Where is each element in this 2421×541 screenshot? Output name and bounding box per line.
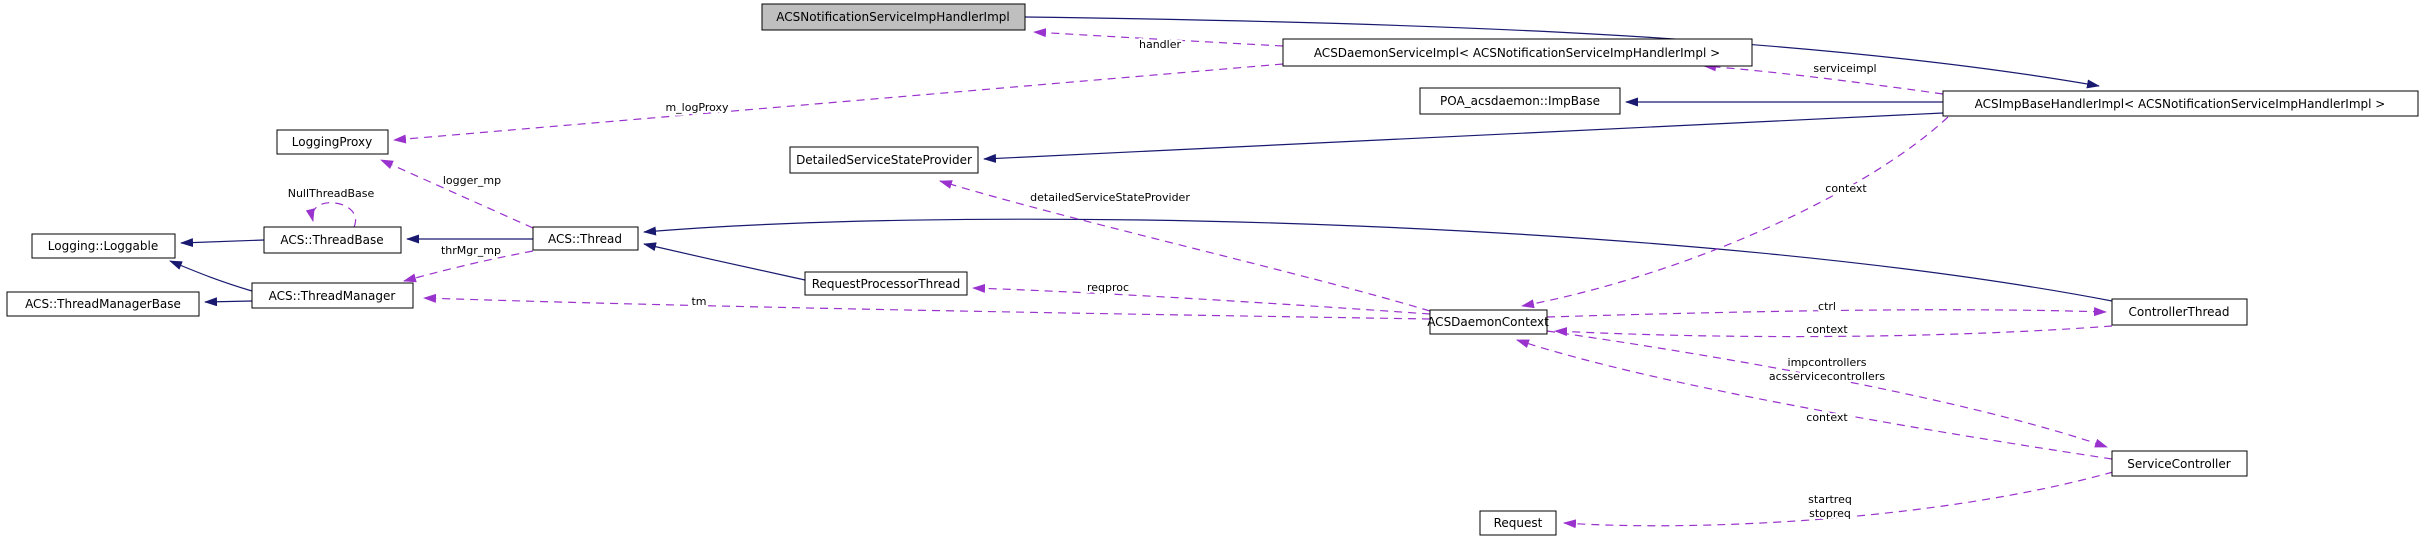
node-label: ControllerThread bbox=[2129, 305, 2230, 319]
node-acs-threadmanagerbase[interactable]: ACS::ThreadManagerBase bbox=[6, 291, 200, 317]
node-box bbox=[1479, 510, 1557, 536]
node-acsdaemonserviceimpl[interactable]: ACSDaemonServiceImpl< ACSNotificationSer… bbox=[1282, 38, 1753, 67]
node-box bbox=[1429, 309, 1548, 335]
node-box bbox=[1282, 38, 1753, 67]
node-label: ACSNotificationServiceImpHandlerImpl bbox=[776, 10, 1009, 24]
node-label: RequestProcessorThread bbox=[812, 277, 961, 291]
node-acs-threadmanager[interactable]: ACS::ThreadManager bbox=[251, 282, 414, 309]
edge-label-ctrl: ctrl bbox=[1818, 300, 1836, 313]
edge-label-startreq: startreq bbox=[1808, 493, 1852, 506]
node-box bbox=[31, 233, 176, 259]
node-box bbox=[804, 271, 968, 296]
node-box bbox=[6, 291, 200, 317]
edge-label-handler: handler bbox=[1139, 38, 1181, 51]
edge-use-context-bottom bbox=[1516, 339, 2113, 460]
node-box bbox=[532, 226, 639, 251]
node-label: ACS::ThreadManager bbox=[269, 289, 396, 303]
edge-use-ctrl bbox=[1546, 307, 2107, 318]
node-box bbox=[1942, 90, 2419, 117]
edge-inherit-notifhandler-impbasehandler bbox=[1024, 16, 2100, 89]
edge-label-context-mid: context bbox=[1806, 323, 1848, 336]
node-label: LoggingProxy bbox=[292, 135, 372, 149]
node-label: ServiceController bbox=[2127, 457, 2230, 471]
edge-inherit-threadmanager-threadmanagerbase bbox=[204, 297, 253, 307]
edge-use-context-mid bbox=[1554, 325, 2113, 338]
node-label: ACS::Thread bbox=[548, 232, 622, 246]
edge-use-reqproc bbox=[972, 283, 1431, 315]
node-logging-loggable[interactable]: Logging::Loggable bbox=[31, 233, 176, 259]
edge-use-nullthreadbase-selfloop bbox=[305, 202, 357, 228]
edge-use-logger-mp bbox=[380, 159, 534, 229]
edge-label-logger-mp: logger_mp bbox=[443, 174, 501, 187]
edge-label-context-bottom: context bbox=[1806, 411, 1848, 424]
node-label: ACSDaemonServiceImpl< ACSNotificationSer… bbox=[1314, 46, 1720, 60]
edge-label-impcontrollers: impcontrollers bbox=[1788, 356, 1867, 369]
edge-inherit-threadmanager-loggable bbox=[169, 260, 253, 292]
edge-label-stopreq: stopreq bbox=[1809, 507, 1851, 520]
edge-use-handler bbox=[1033, 28, 1284, 47]
edge-label-reqproc: reqproc bbox=[1087, 281, 1129, 294]
node-acsimpbasehandlerimpl[interactable]: ACSImpBaseHandlerImpl< ACSNotificationSe… bbox=[1942, 90, 2419, 117]
edge-use-impcontrollers bbox=[1546, 330, 2108, 448]
edge-inherit-controllerthread-thread bbox=[643, 218, 2113, 302]
node-label: ACS::ThreadBase bbox=[280, 233, 383, 247]
node-box bbox=[789, 146, 979, 174]
edge-inherit-impbasehandler-dssp bbox=[983, 112, 1944, 163]
edge-use-m-logproxy bbox=[393, 63, 1284, 144]
node-acs-thread[interactable]: ACS::Thread bbox=[532, 226, 639, 251]
node-label: POA_acsdaemon::ImpBase bbox=[1440, 94, 1600, 108]
node-poa-acsdaemon-impbase[interactable]: POA_acsdaemon::ImpBase bbox=[1419, 87, 1621, 115]
edge-inherit-reqprocthread-thread bbox=[643, 242, 806, 281]
edge-inherit-threadbase-loggable bbox=[180, 238, 265, 248]
node-box bbox=[1419, 87, 1621, 115]
node-requestprocessorthread[interactable]: RequestProcessorThread bbox=[804, 271, 968, 296]
edge-use-tm bbox=[423, 293, 1431, 320]
edge-use-dssp bbox=[939, 180, 1431, 312]
node-loggingproxy[interactable]: LoggingProxy bbox=[276, 129, 389, 155]
node-label: ACS::ThreadManagerBase bbox=[25, 297, 181, 311]
node-label: DetailedServiceStateProvider bbox=[796, 153, 972, 167]
edge-label-context-top: context bbox=[1825, 182, 1867, 195]
node-detailedservicestateprovider[interactable]: DetailedServiceStateProvider bbox=[789, 146, 979, 174]
node-box bbox=[251, 282, 414, 309]
node-label: ACSImpBaseHandlerImpl< ACSNotificationSe… bbox=[1975, 97, 2386, 111]
node-request[interactable]: Request bbox=[1479, 510, 1557, 536]
edge-label-nullthreadbase: NullThreadBase bbox=[288, 187, 375, 200]
edge-use-thrmgr-mp bbox=[403, 250, 534, 283]
node-box-highlighted bbox=[761, 3, 1026, 31]
edge-use-serviceimpl bbox=[1703, 62, 1944, 95]
edge-use-context-top bbox=[1521, 116, 1949, 309]
node-servicecontroller[interactable]: ServiceController bbox=[2111, 450, 2248, 477]
node-box bbox=[263, 226, 402, 254]
node-box bbox=[2111, 450, 2248, 477]
node-box bbox=[276, 129, 389, 155]
node-label: Logging::Loggable bbox=[48, 239, 158, 253]
edge-label-m-logproxy: m_logProxy bbox=[665, 101, 729, 114]
node-acsdaemoncontext[interactable]: ACSDaemonContext bbox=[1427, 309, 1549, 335]
node-label: Request bbox=[1494, 516, 1543, 530]
edge-label-dssp: detailedServiceStateProvider bbox=[1030, 191, 1190, 204]
edge-label-serviceimpl: serviceimpl bbox=[1813, 62, 1876, 75]
node-controllerthread[interactable]: ControllerThread bbox=[2111, 298, 2248, 326]
edge-label-thrmgr-mp: thrMgr_mp bbox=[441, 244, 501, 257]
node-acsnotificationserviceimphandlerimpl[interactable]: ACSNotificationServiceImpHandlerImpl bbox=[761, 3, 1026, 31]
edge-use-startreq-stopreq bbox=[1563, 471, 2114, 529]
edge-label-acsservicecontrollers: acsservicecontrollers bbox=[1769, 370, 1885, 383]
edge-label-tm: tm bbox=[691, 295, 706, 308]
node-label: ACSDaemonContext bbox=[1427, 315, 1549, 329]
node-acs-threadbase[interactable]: ACS::ThreadBase bbox=[263, 226, 402, 254]
node-box bbox=[2111, 298, 2248, 326]
